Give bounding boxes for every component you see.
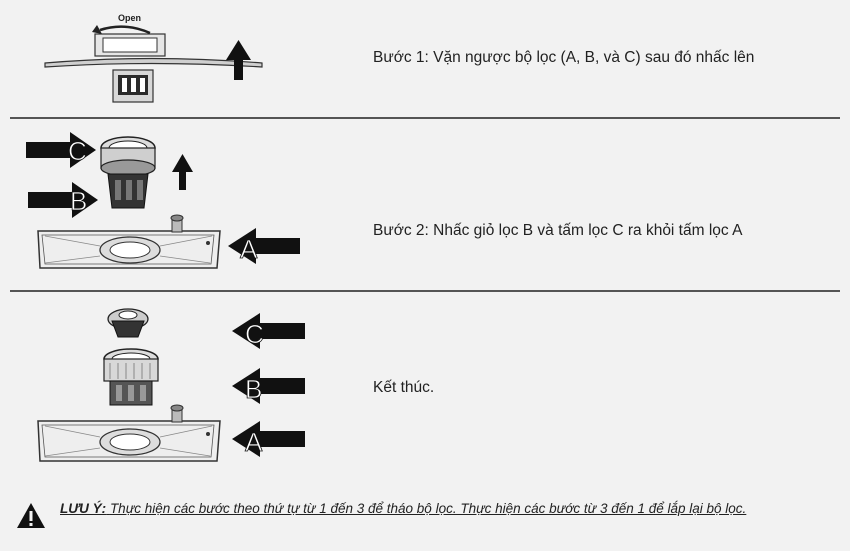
step-2: C B: [0, 118, 850, 290]
step-3: C B A Kết thúc.: [0, 291, 850, 491]
open-label: Open: [118, 13, 141, 23]
filter-plate-a: [37, 404, 221, 462]
step-2-text: Bước 2: Nhấc giỏ lọc B và tấm lọc C ra k…: [373, 222, 743, 239]
note: LƯU Ý: Thực hiện các bước theo thứ tự từ…: [16, 496, 836, 546]
label-b: B: [70, 186, 87, 216]
divider-2: [10, 290, 840, 292]
up-arrow-icon: [172, 154, 193, 190]
step-3-illustration: C B A: [37, 308, 305, 462]
note-text: LƯU Ý: Thực hiện các bước theo thứ tự từ…: [60, 500, 820, 517]
up-arrow-icon: [226, 40, 251, 80]
note-body: Thực hiện các bước theo thứ tự từ 1 đến …: [109, 501, 747, 516]
note-label: LƯU Ý:: [60, 501, 107, 516]
label-a: A: [240, 234, 258, 264]
label-a: A: [245, 427, 263, 457]
label-c: C: [68, 136, 87, 166]
arrow-a-icon: [232, 421, 305, 457]
arrow-c-icon: [26, 132, 96, 168]
filter-plate-a: [37, 214, 221, 269]
arrow-b-icon: [28, 182, 98, 218]
arrow-b-icon: [232, 368, 305, 404]
divider-1: [10, 117, 840, 119]
step-2-illustration: C B: [26, 132, 300, 269]
label-b: B: [245, 374, 262, 404]
step-3-text: Kết thúc.: [373, 379, 435, 396]
step-1-text: Bước 1: Vặn ngược bộ lọc (A, B, và C) sa…: [373, 49, 755, 66]
arrow-a-icon: [228, 228, 300, 264]
step-1: Open Bước 1: Vặn ngược bộ lọc (A, B, và …: [0, 0, 850, 118]
arrow-c-icon: [232, 313, 305, 349]
label-c: C: [245, 319, 264, 349]
step-1-illustration: Open: [44, 13, 263, 103]
warning-icon: [17, 503, 45, 528]
